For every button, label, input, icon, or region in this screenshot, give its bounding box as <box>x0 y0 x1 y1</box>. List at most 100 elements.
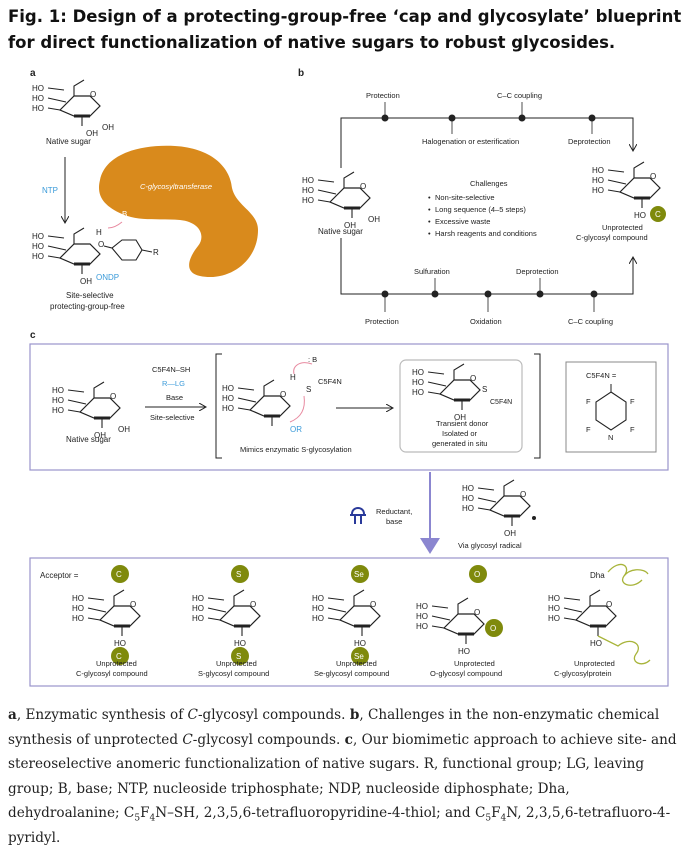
step-oxidation: Oxidation <box>470 317 502 326</box>
challenge-1: Non-site-selective <box>435 193 495 202</box>
caption-c-label: c <box>344 731 353 748</box>
product-c: HO HO HO O HO C <box>72 588 142 665</box>
svg-text:Se: Se <box>354 652 364 661</box>
reagent-c5f4n-sh: C5F4N–SH <box>152 365 190 374</box>
sugar-ho-1: HO <box>32 84 44 93</box>
svg-text:F: F <box>586 397 591 406</box>
svg-text:HO: HO <box>114 639 126 648</box>
curly-arrow-pink <box>293 362 313 375</box>
svg-text:O: O <box>130 600 136 609</box>
svg-text:HO: HO <box>312 604 324 613</box>
svg-text:O: O <box>280 390 286 399</box>
challenge-bullet: • <box>428 193 431 202</box>
svg-text:HO: HO <box>72 614 84 623</box>
dha-label: Dha <box>590 571 605 580</box>
svg-text:O: O <box>474 570 480 579</box>
step-deprotection-top: Deprotection <box>568 137 611 146</box>
svg-text:OH: OH <box>368 215 380 224</box>
svg-text:HO: HO <box>412 368 424 377</box>
svg-text:HO: HO <box>52 396 64 405</box>
svg-text:O: O <box>110 392 116 401</box>
svg-text:O: O <box>470 374 476 383</box>
or-group: OR <box>290 425 302 434</box>
svg-text:HO: HO <box>52 406 64 415</box>
panel-a-native-sugar: HO HO HO O OH OH <box>32 78 114 138</box>
reagent-r-lg: R—LG <box>162 379 185 388</box>
sugar-oh-3: OH <box>80 277 92 286</box>
step-sulfuration: Sulfuration <box>414 267 450 276</box>
svg-text:HO: HO <box>412 388 424 397</box>
panel-b-label: b <box>298 68 304 79</box>
sugar-ho-3: HO <box>32 104 44 113</box>
mimic-intermediate: HO HO HO O <box>222 378 292 428</box>
sugar-ho-6: HO <box>32 252 44 261</box>
svg-text:HO: HO <box>312 594 324 603</box>
reagent-base: Base <box>166 393 183 402</box>
ndp-label: ONDP <box>96 273 119 282</box>
base-b-label: B <box>122 210 127 219</box>
product-o: HO HO HO O HO O <box>416 596 503 656</box>
radical-label: Via glycosyl radical <box>458 541 522 550</box>
svg-text:S: S <box>236 570 241 579</box>
panel-b-bottom-steps: Protection Sulfuration Oxidation Deprote… <box>365 267 613 326</box>
svg-text:C: C <box>116 652 122 661</box>
panel-a-product-sugar: HO HO HO OH <box>32 226 102 286</box>
svg-text:HO: HO <box>302 186 314 195</box>
badge-se <box>351 565 369 583</box>
svg-text:OH: OH <box>504 529 516 538</box>
svg-text:HO: HO <box>302 196 314 205</box>
svg-text:O: O <box>650 172 656 181</box>
svg-text:S: S <box>236 652 241 661</box>
glycosyl-radical: HO HO HO O OH <box>462 478 536 538</box>
svg-text:O: O <box>490 624 496 633</box>
svg-text:HO: HO <box>592 176 604 185</box>
challenge-2: Long sequence (4–5 steps) <box>435 205 526 214</box>
c5f4n-group: C5F4N <box>318 377 342 386</box>
panel-a-acceptor: H O R <box>96 228 159 261</box>
svg-text:HO: HO <box>192 604 204 613</box>
badge-s <box>231 565 249 583</box>
figure-title: Fig. 1: Design of a protecting-group-fre… <box>8 7 682 52</box>
caption-a-label: a <box>8 707 17 723</box>
svg-text:HO: HO <box>548 604 560 613</box>
svg-text:HO: HO <box>416 612 428 621</box>
challenge-4: Harsh reagents and conditions <box>435 229 537 238</box>
enzyme-label: C-glycosyltransferase <box>140 182 212 191</box>
transient-donor-box <box>399 359 523 453</box>
svg-text:O: O <box>606 600 612 609</box>
svg-text:HO: HO <box>312 614 324 623</box>
svg-text:HO: HO <box>222 404 234 413</box>
svg-text:O-glycosyl compound: O-glycosyl compound <box>430 669 502 678</box>
svg-text:HO: HO <box>302 176 314 185</box>
r-label: R <box>153 248 159 257</box>
h-atom: H <box>290 373 296 382</box>
svg-text:O: O <box>370 600 376 609</box>
svg-text:C-glycosylprotein: C-glycosylprotein <box>554 669 612 678</box>
figure: a HO HO HO O OH OH Native sugar NTP C-gl… <box>29 68 669 687</box>
panel-a-product-line2: protecting-group-free <box>50 302 125 311</box>
pyridine-ring: F F F F N <box>586 384 635 442</box>
svg-text:O: O <box>360 182 366 191</box>
transient-donor: HO HO HO O OH <box>412 362 482 422</box>
panel-b-native-sugar-label: Native sugar <box>318 227 363 236</box>
reagents: C5F4N–SH R—LG Base Site-selective <box>145 365 205 422</box>
svg-text:HO: HO <box>592 166 604 175</box>
badge-c <box>111 565 129 583</box>
bracket-left <box>215 353 222 459</box>
transient-line3: generated in situ <box>432 439 487 448</box>
svg-text:HO: HO <box>462 504 474 513</box>
caption-b-label: b <box>349 707 360 723</box>
pyridyl-box <box>565 361 657 453</box>
sugar-oh-2: OH <box>102 123 114 132</box>
reductant-label-1: Reductant, <box>376 507 412 516</box>
svg-text:C: C <box>655 210 661 219</box>
product-labels: Unprotected C-glycosyl compound Unprotec… <box>76 659 615 678</box>
panel-c-native-sugar: HO HO HO O OH OH <box>52 380 130 440</box>
pyridyl-label: C5F4N = <box>586 371 617 380</box>
svg-text:OH: OH <box>118 425 130 434</box>
svg-text:HO: HO <box>192 614 204 623</box>
svg-text:OH: OH <box>344 221 356 230</box>
svg-text:OH: OH <box>454 413 466 422</box>
svg-text:O: O <box>474 608 480 617</box>
svg-text:HO: HO <box>222 384 234 393</box>
